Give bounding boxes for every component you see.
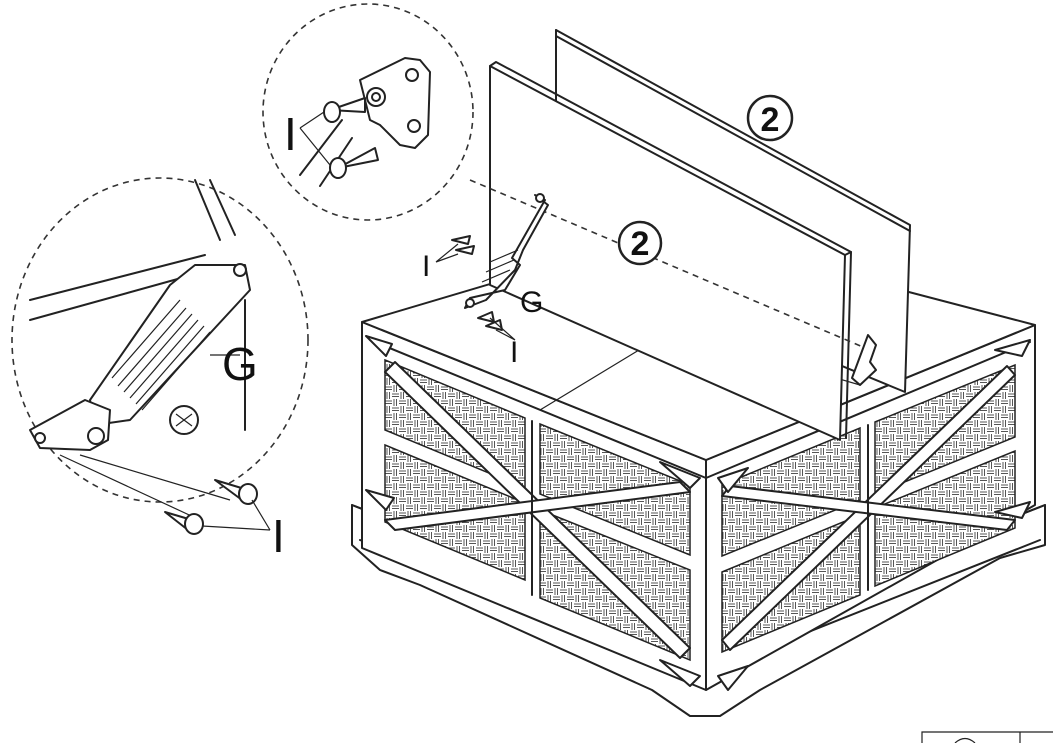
divider-panel-front bbox=[489, 65, 846, 441]
detail-screws-bottom-label-i: I bbox=[272, 510, 285, 562]
left-face-panels bbox=[384, 358, 691, 662]
detail-hinge-label-g: G bbox=[222, 338, 258, 390]
right-face-panels bbox=[721, 363, 1016, 654]
main-screws bbox=[435, 235, 516, 341]
lid-hinge bbox=[464, 193, 549, 309]
panel-back-number: 2 bbox=[761, 101, 780, 139]
cropped-legend-box bbox=[921, 731, 1053, 743]
divider-panels bbox=[489, 29, 911, 441]
main-screws-under-label-i: I bbox=[510, 336, 518, 369]
panel-back-callout: 2 bbox=[746, 94, 794, 142]
detail-circle-top bbox=[262, 3, 474, 221]
right-latch bbox=[851, 334, 877, 386]
main-hinge-label-g: G bbox=[520, 286, 543, 319]
main-screws-left-label-i: I bbox=[422, 250, 430, 283]
panel-front-callout: 2 bbox=[617, 220, 663, 266]
panel-front-number: 2 bbox=[631, 225, 650, 263]
corner-brackets bbox=[365, 335, 1031, 691]
detail-screw-label-i: I bbox=[284, 108, 297, 160]
detail-circle-left bbox=[11, 177, 309, 535]
